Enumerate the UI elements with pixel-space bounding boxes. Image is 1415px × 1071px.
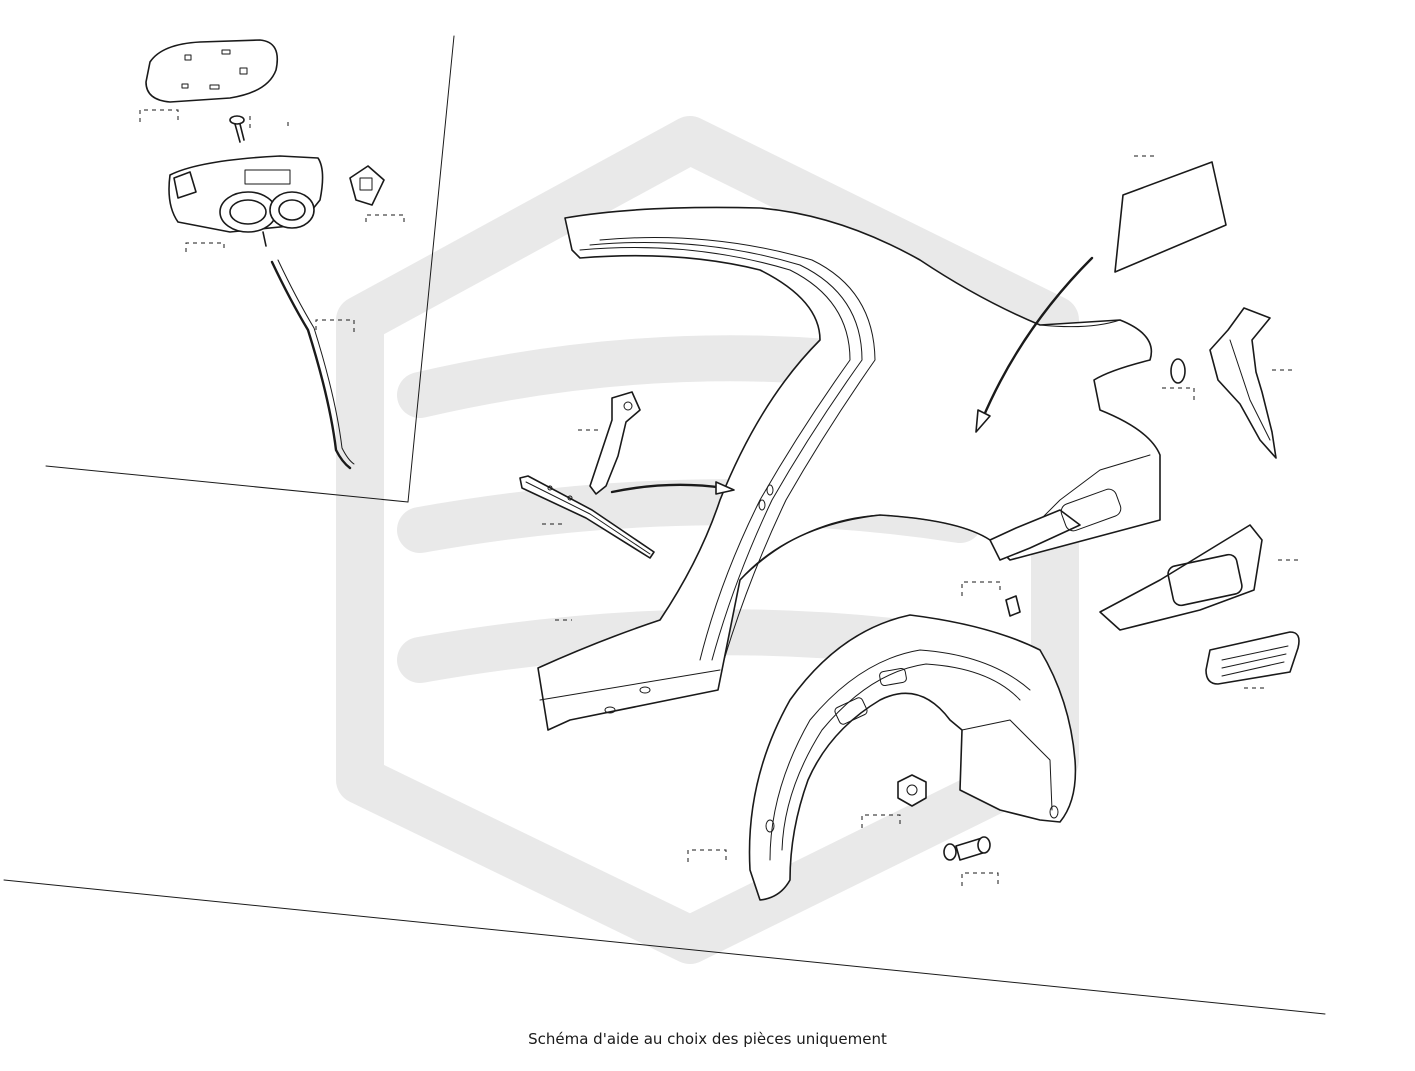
wheel-arch-liner[interactable] <box>748 614 1077 901</box>
plug-sleeve[interactable] <box>1005 595 1021 617</box>
callout-marker <box>961 581 1001 596</box>
assembly-arrow-glass <box>975 256 1094 433</box>
quarter-panel[interactable] <box>537 206 1161 731</box>
assembly-arrow-strip <box>610 481 735 495</box>
liner-clip[interactable] <box>943 836 991 861</box>
fuel-filler-housing[interactable] <box>168 155 324 247</box>
callout-marker <box>249 116 289 130</box>
drain-hose[interactable] <box>270 259 355 470</box>
callout-marker <box>1162 387 1195 400</box>
diagram-caption: Schéma d'aide au choix des pièces unique… <box>528 1030 887 1048</box>
inset-border-bottom <box>45 465 409 503</box>
inset-border-right <box>407 35 455 503</box>
callout-marker <box>139 109 179 122</box>
callout-marker <box>185 242 225 252</box>
rear-arch-reinforcement[interactable] <box>989 487 1123 561</box>
fuel-flap-screw[interactable] <box>229 115 245 143</box>
roof-strip-bracket[interactable] <box>589 391 641 495</box>
callout-marker <box>961 872 999 886</box>
vent-grille[interactable] <box>1205 631 1300 685</box>
door-seal-strip[interactable] <box>519 475 655 559</box>
fuel-flap-cover[interactable] <box>145 39 279 103</box>
callout-marker <box>861 814 901 828</box>
callout-marker <box>687 849 727 862</box>
callout-marker <box>365 214 405 226</box>
fuel-flap-actuator[interactable] <box>349 165 385 206</box>
inner-panel-bracket[interactable] <box>1209 307 1277 459</box>
lower-sill-extension[interactable] <box>1099 524 1263 631</box>
ground-line <box>3 879 1326 1015</box>
liner-nut[interactable] <box>897 774 927 807</box>
quarter-window-glass[interactable] <box>1114 161 1227 273</box>
plug-grommet[interactable] <box>1170 358 1186 384</box>
